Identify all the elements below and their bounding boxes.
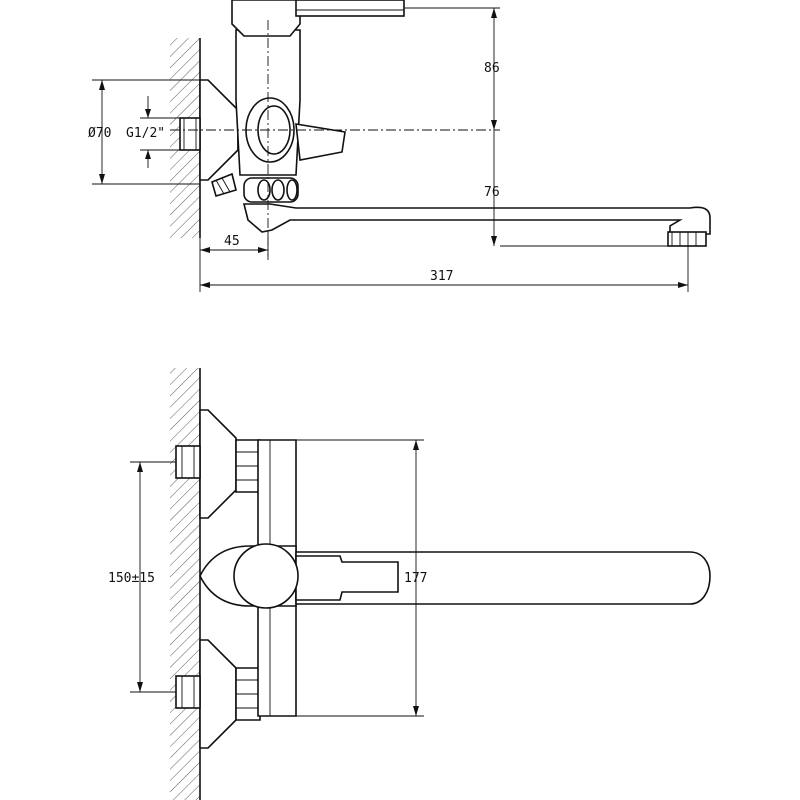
dim-centers-150: 150±15 — [108, 571, 155, 586]
dim-thread-g12: G1/2" — [126, 126, 165, 141]
lever-top — [295, 555, 399, 601]
upper-flange — [199, 409, 237, 519]
front-view: 150±15 177 — [108, 368, 711, 800]
wall-hatching-bottom — [170, 368, 200, 800]
dim-width-177: 177 — [404, 571, 427, 586]
spout-top — [295, 551, 711, 605]
dim-total-length-317: 317 — [430, 269, 453, 284]
dim-wall-offset-45: 45 — [224, 234, 240, 249]
handle-cap — [233, 543, 299, 609]
dim-diameter-70: Ø70 — [88, 126, 111, 141]
lower-thread-stub — [175, 675, 201, 709]
aerator — [667, 231, 707, 247]
dim-height-86: 86 — [484, 61, 500, 76]
diverter-button — [211, 172, 237, 197]
upper-thread-stub — [175, 445, 201, 479]
swivel-spout — [242, 203, 711, 235]
side-view: 86 76 Ø70 G1/2" 45 317 — [88, 0, 711, 292]
lever-handle — [295, 0, 405, 17]
diverter-knob — [243, 177, 299, 203]
dim-spout-height-76: 76 — [484, 185, 500, 200]
lever-nose — [295, 123, 346, 161]
thread-stub — [179, 117, 201, 151]
lower-flange — [199, 639, 237, 749]
handle-base — [231, 0, 301, 37]
